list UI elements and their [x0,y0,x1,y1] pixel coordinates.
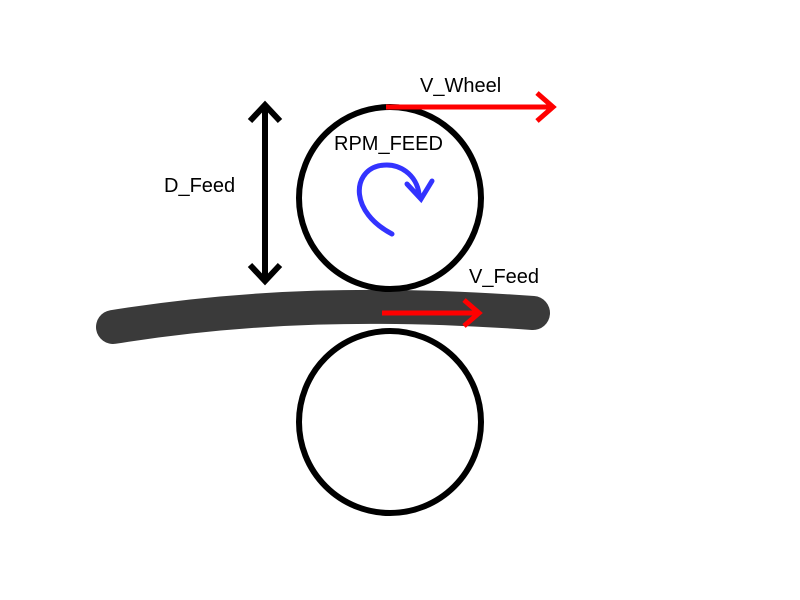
wheel-velocity-label: V_Wheel [420,75,501,97]
feed-velocity-arrow [382,298,483,328]
feed-rpm-label: RPM_FEED [334,133,443,155]
feed-velocity-label: V_Feed [469,266,539,288]
wheel-velocity-arrow [386,91,557,123]
feed-diameter-label: D_Feed [164,175,235,197]
idler-wheel-lower [296,328,484,516]
feed-diameter-arrow [247,100,283,286]
rotation-arrow [356,162,435,237]
